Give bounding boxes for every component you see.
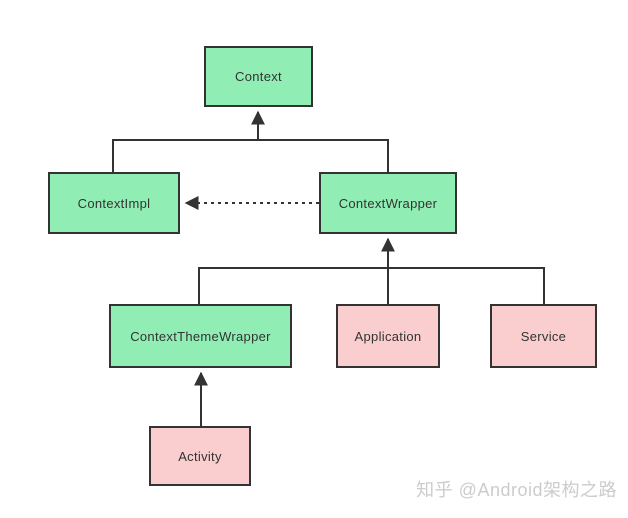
node-contextimpl: ContextImpl <box>48 172 180 234</box>
node-activity: Activity <box>149 426 251 486</box>
edge-branch-context-children <box>112 139 389 172</box>
node-activity-label: Activity <box>178 448 222 464</box>
node-contextimpl-label: ContextImpl <box>77 195 151 211</box>
node-contextwrapper-label: ContextWrapper <box>338 195 438 211</box>
node-context-label: Context <box>235 69 282 84</box>
node-application: Application <box>336 304 440 368</box>
node-service-label: Service <box>520 328 567 344</box>
node-application-label: Application <box>354 328 422 344</box>
watermark: 知乎 @Android架构之路 <box>416 480 617 500</box>
node-contextthemewrapper: ContextThemeWrapper <box>109 304 292 368</box>
node-context: Context <box>204 46 313 107</box>
node-service: Service <box>490 304 597 368</box>
node-contextwrapper: ContextWrapper <box>319 172 457 234</box>
edge-branch-contextwrapper-children <box>198 267 545 304</box>
node-contextthemewrapper-label: ContextThemeWrapper <box>130 328 271 344</box>
